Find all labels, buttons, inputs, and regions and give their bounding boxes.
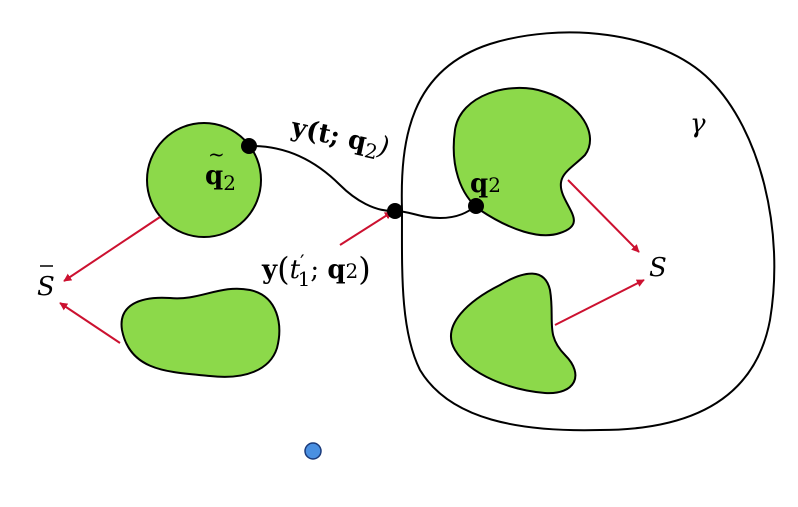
arrow-circle-to-sbar bbox=[63, 216, 161, 282]
point-q2-tilde bbox=[241, 138, 257, 154]
q2-base: q bbox=[470, 169, 488, 199]
blue-marker bbox=[304, 442, 322, 460]
q2-sub: 2 bbox=[488, 173, 501, 197]
point-crossing bbox=[387, 203, 403, 219]
crossing-sub2: 2 bbox=[346, 259, 359, 283]
label-q2-tilde: ~ q2 bbox=[205, 142, 236, 195]
label-s: S bbox=[649, 253, 667, 283]
arrow-label-to-crossing bbox=[339, 211, 393, 246]
crossing-base: y bbox=[261, 255, 278, 285]
crossing-close: ) bbox=[358, 250, 370, 288]
blob-left-lower bbox=[120, 287, 281, 378]
s-bar-text: S bbox=[37, 272, 55, 302]
crossing-sub1: 1 bbox=[298, 267, 311, 291]
q2-tilde-base: q bbox=[205, 161, 223, 191]
point-q2 bbox=[468, 198, 484, 214]
svg-text:q2: q2 bbox=[205, 161, 236, 195]
crossing-t: t bbox=[290, 255, 301, 285]
crossing-open: ( bbox=[277, 250, 289, 288]
blob-right-lower bbox=[450, 272, 577, 395]
label-q2: q2 bbox=[470, 169, 501, 199]
svg-text:q2: q2 bbox=[470, 169, 501, 199]
label-s-bar: S bbox=[37, 265, 55, 302]
svg-text:y(t′1; q2): y(t′1; q2) bbox=[261, 250, 371, 291]
crossing-q: q bbox=[327, 255, 345, 285]
blob-circle-left bbox=[146, 122, 262, 238]
arrow-blob-to-sbar bbox=[59, 302, 121, 344]
crossing-prime: ′ bbox=[300, 250, 305, 274]
path-label-sub: 2 bbox=[362, 138, 379, 164]
label-crossing: y(t′1; q2) bbox=[261, 250, 371, 291]
q2-tilde-tilde: ~ bbox=[208, 142, 225, 166]
region-gamma bbox=[400, 31, 776, 432]
arrow-blob-upper-to-s bbox=[567, 179, 640, 253]
label-gamma: γ bbox=[690, 109, 706, 139]
q2-tilde-sub: 2 bbox=[223, 171, 236, 195]
arrow-blob-lower-to-s bbox=[554, 279, 645, 326]
crossing-sep: ; bbox=[310, 255, 327, 285]
path-label-base: y(t; bbox=[288, 112, 352, 154]
